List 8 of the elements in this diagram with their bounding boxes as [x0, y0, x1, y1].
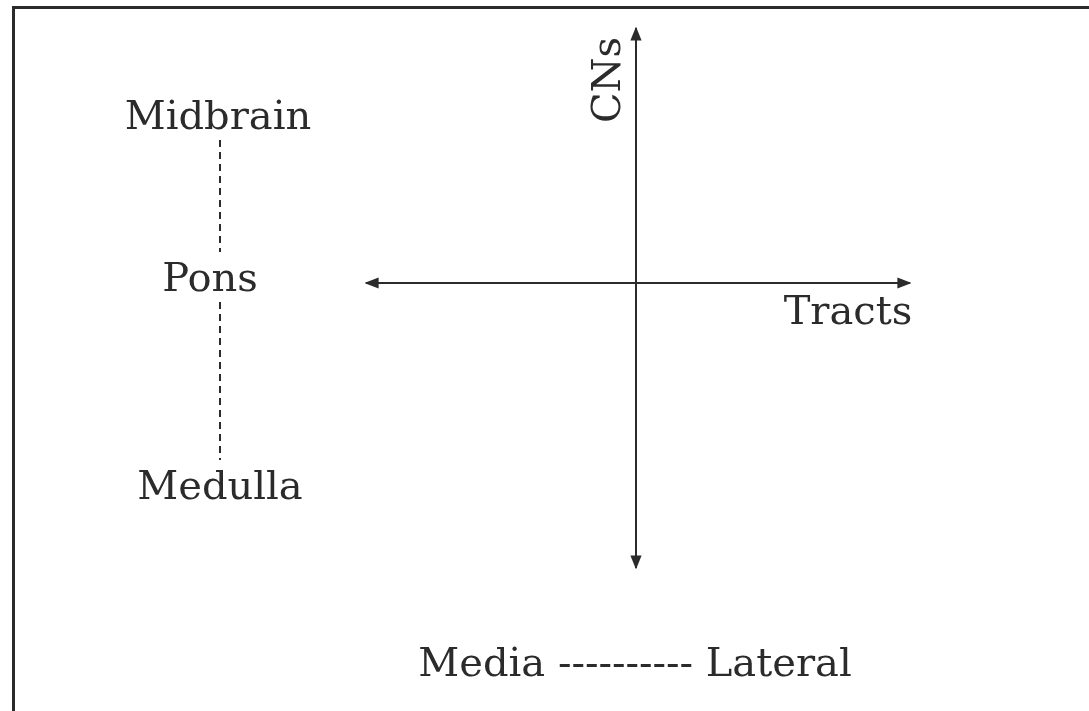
axis-label: CNs — [583, 36, 629, 124]
region-label: Medulla — [137, 462, 303, 508]
axis-label: Tracts — [783, 287, 913, 333]
region-label: Pons — [162, 254, 258, 300]
connector-line — [219, 301, 221, 461]
region-label: Midbrain — [124, 92, 312, 138]
connector-line — [219, 139, 221, 253]
direction-label: Media ---------- Lateral — [418, 639, 852, 685]
